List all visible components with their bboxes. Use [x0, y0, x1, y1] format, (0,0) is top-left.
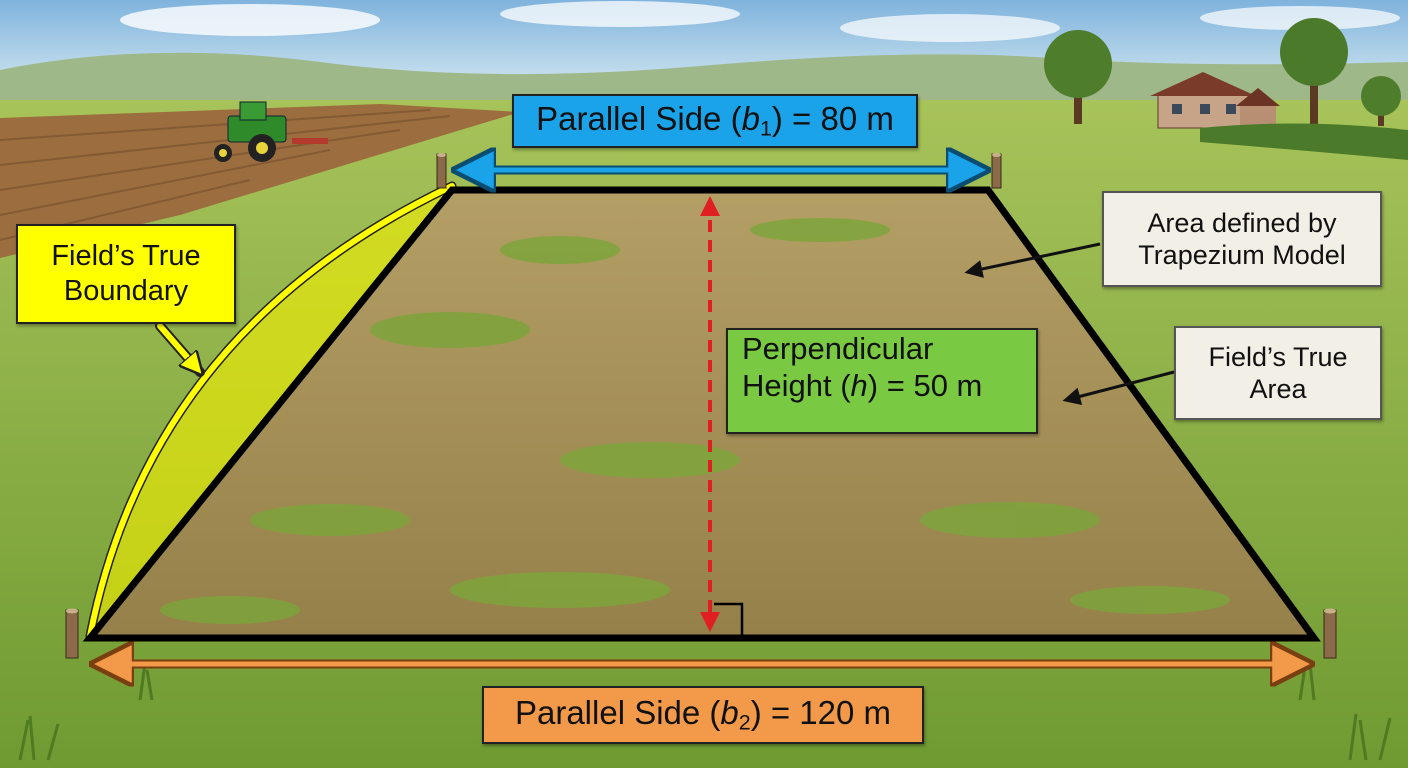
right-angle-marker	[714, 602, 744, 636]
true-boundary-label: Field’s True Boundary	[16, 224, 236, 324]
tree-icon	[1280, 18, 1348, 128]
b2-label: Parallel Side (b2) = 120 m	[482, 686, 924, 744]
tree-icon	[1044, 30, 1112, 124]
hedge	[1200, 123, 1408, 160]
tractor-icon	[214, 101, 328, 162]
true-boundary-label-line1: Field’s True	[51, 240, 201, 273]
true-boundary-curve-fill	[87, 183, 455, 639]
field-post	[1323, 608, 1337, 659]
b1-label: Parallel Side (b1) = 80 m	[512, 94, 918, 148]
true-area-label: Field’s True Area	[1174, 326, 1382, 420]
trapezium-area-label-line1: Area defined by	[1147, 207, 1337, 238]
cloud	[840, 14, 1060, 42]
field-post	[991, 153, 1002, 189]
height-label: Perpendicular Height (h) = 50 m	[726, 328, 1038, 434]
trapezium-area-label: Area defined by Trapezium Model	[1102, 191, 1382, 287]
trapezium-pointer-arrow	[964, 242, 1101, 278]
cloud	[500, 1, 740, 27]
true-area-pointer-arrow	[1062, 370, 1175, 406]
field-post	[65, 608, 79, 659]
trapezium-area-label-line2: Trapezium Model	[1138, 240, 1346, 270]
tree-icon	[1361, 76, 1401, 126]
height-label-line1: Perpendicular	[742, 331, 934, 366]
true-boundary-label-line2: Boundary	[63, 275, 189, 307]
ploughed-field	[0, 104, 520, 258]
cloud	[120, 4, 380, 36]
plough-furrows	[0, 109, 451, 241]
true-area-label-line1: Field’s True	[1208, 341, 1348, 372]
true-area-label-line2: Area	[1249, 374, 1307, 404]
field-post	[436, 153, 447, 189]
grass-patches	[160, 218, 1230, 624]
boundary-pointer-arrow-fill	[157, 323, 200, 372]
cloud	[1200, 6, 1400, 30]
height-label-line2: Height (h) = 50 m	[742, 368, 983, 404]
